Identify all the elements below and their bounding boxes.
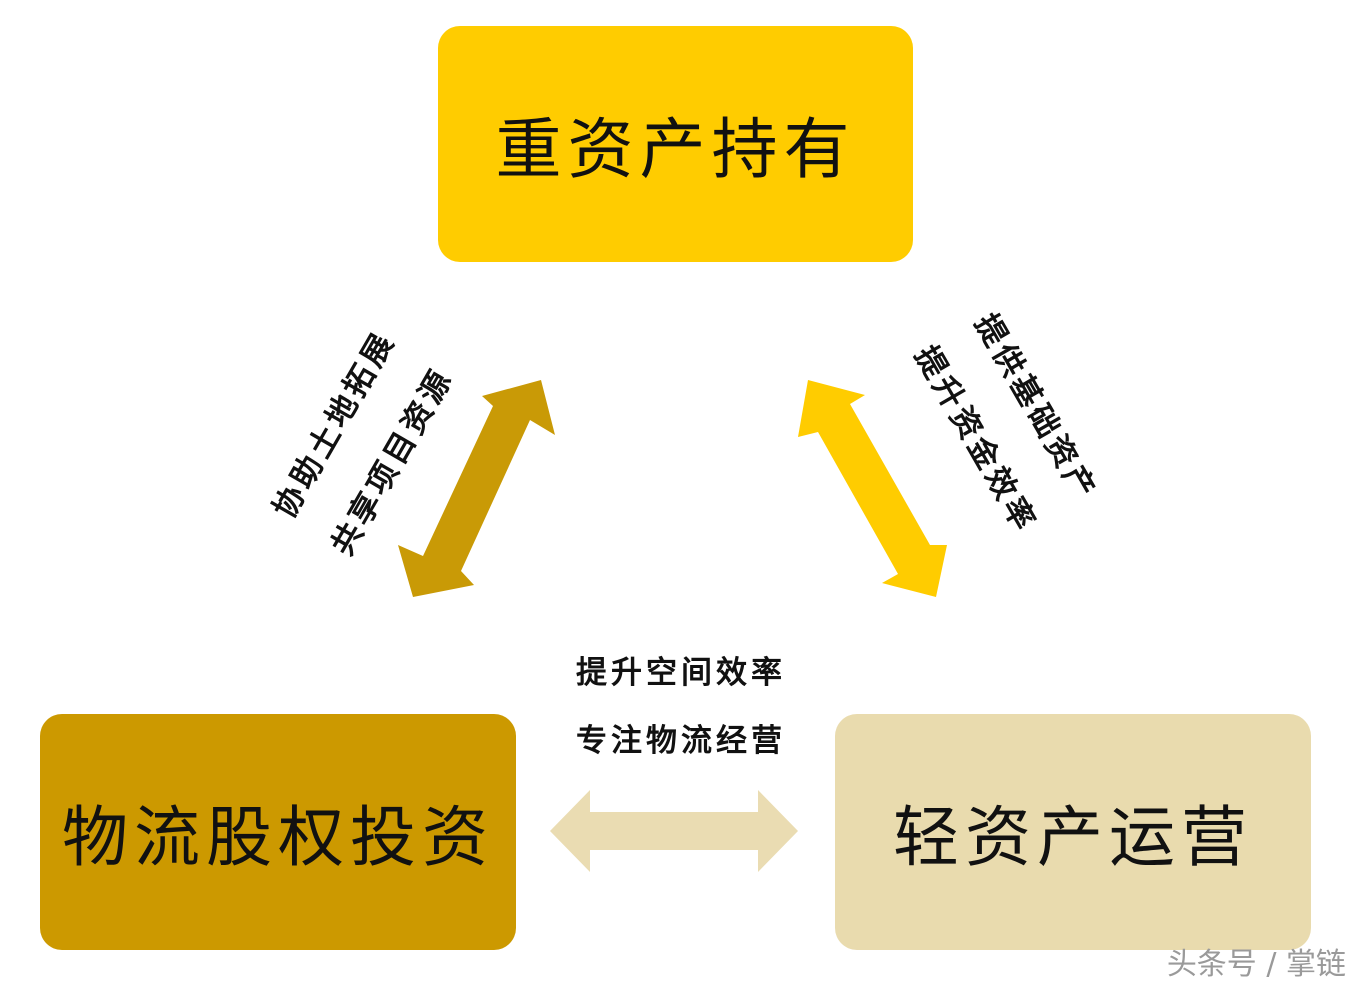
- node-heavy-asset-holding-label: 重资产持有: [495, 111, 856, 188]
- edge-bottom-label-1: 提升空间效率: [576, 655, 786, 691]
- node-light-asset-operation-label: 轻资产运营: [893, 799, 1253, 876]
- left-double-arrow: [398, 380, 555, 597]
- node-heavy-asset-holding: 重资产持有: [438, 26, 913, 262]
- node-logistics-equity-investment-label: 物流股权投资: [62, 799, 494, 876]
- watermark: 头条号 / 掌链: [1166, 947, 1346, 982]
- edge-bottom-label-2: 专注物流经营: [576, 723, 786, 759]
- bottom-double-arrow: [550, 790, 798, 872]
- node-light-asset-operation: 轻资产运营: [835, 714, 1311, 950]
- node-logistics-equity-investment: 物流股权投资: [40, 714, 516, 950]
- right-double-arrow: [798, 380, 947, 597]
